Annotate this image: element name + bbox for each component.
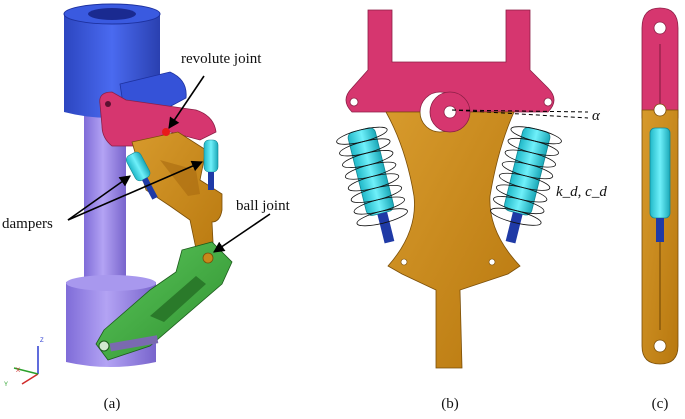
pivot-hole <box>443 105 457 119</box>
link-hole-top-c <box>653 21 667 35</box>
violet-base-top <box>66 275 156 291</box>
axis-y-label: Y <box>4 382 8 388</box>
ball-joint-marker <box>202 252 214 264</box>
axis-x-label: X <box>16 368 20 374</box>
panel-b: α <box>336 9 607 412</box>
green-arm <box>95 241 233 361</box>
label-dampers: dampers <box>2 216 53 232</box>
bracket-hole-left-b <box>349 97 359 107</box>
magenta-bracket-a <box>99 91 217 147</box>
dampers-arrow-2 <box>67 160 204 221</box>
link-hole-mid-c <box>653 103 667 117</box>
caption-a: (a) <box>104 396 121 412</box>
damper-left-a <box>125 151 158 200</box>
bracket-hole-right-b <box>543 97 553 107</box>
damper-left-b <box>336 126 408 244</box>
revolute-joint-arrow <box>168 75 205 129</box>
alpha-line-1 <box>451 109 589 113</box>
damper-c <box>649 127 671 219</box>
gold-arm-slot-a <box>160 160 200 196</box>
damper-rod-c <box>656 218 664 242</box>
damper-right-b <box>490 126 562 244</box>
bracket-hole-a <box>105 101 111 107</box>
label-kd-cd: k_d, c_d <box>556 184 607 200</box>
green-arm-window <box>150 276 206 322</box>
caption-c: (c) <box>652 396 669 412</box>
green-arm-pin <box>109 335 159 352</box>
dampers-arrow-1 <box>67 175 131 221</box>
ball-joint-arrow <box>213 213 271 253</box>
green-arm-eye <box>98 340 110 352</box>
gold-arm-b <box>385 111 521 369</box>
caption-b: (b) <box>441 396 459 412</box>
axis-triad: Z X Y <box>4 338 44 388</box>
damper-right-a <box>203 139 219 190</box>
revolute-joint-marker <box>162 128 170 136</box>
axis-z-label: Z <box>40 338 44 344</box>
panel-c: (c) <box>641 7 679 412</box>
label-revolute-joint: revolute joint <box>181 51 262 67</box>
alpha-line-2 <box>451 109 589 119</box>
label-alpha: α <box>592 108 601 124</box>
gold-hole-right <box>488 258 496 266</box>
gold-hole-left <box>400 258 408 266</box>
label-ball-joint: ball joint <box>236 198 291 214</box>
panel-a: revolute joint dampers ball joint Z X Y … <box>2 3 291 412</box>
blue-cylinder-bore <box>88 8 136 20</box>
link-hole-bottom-c <box>653 339 667 353</box>
